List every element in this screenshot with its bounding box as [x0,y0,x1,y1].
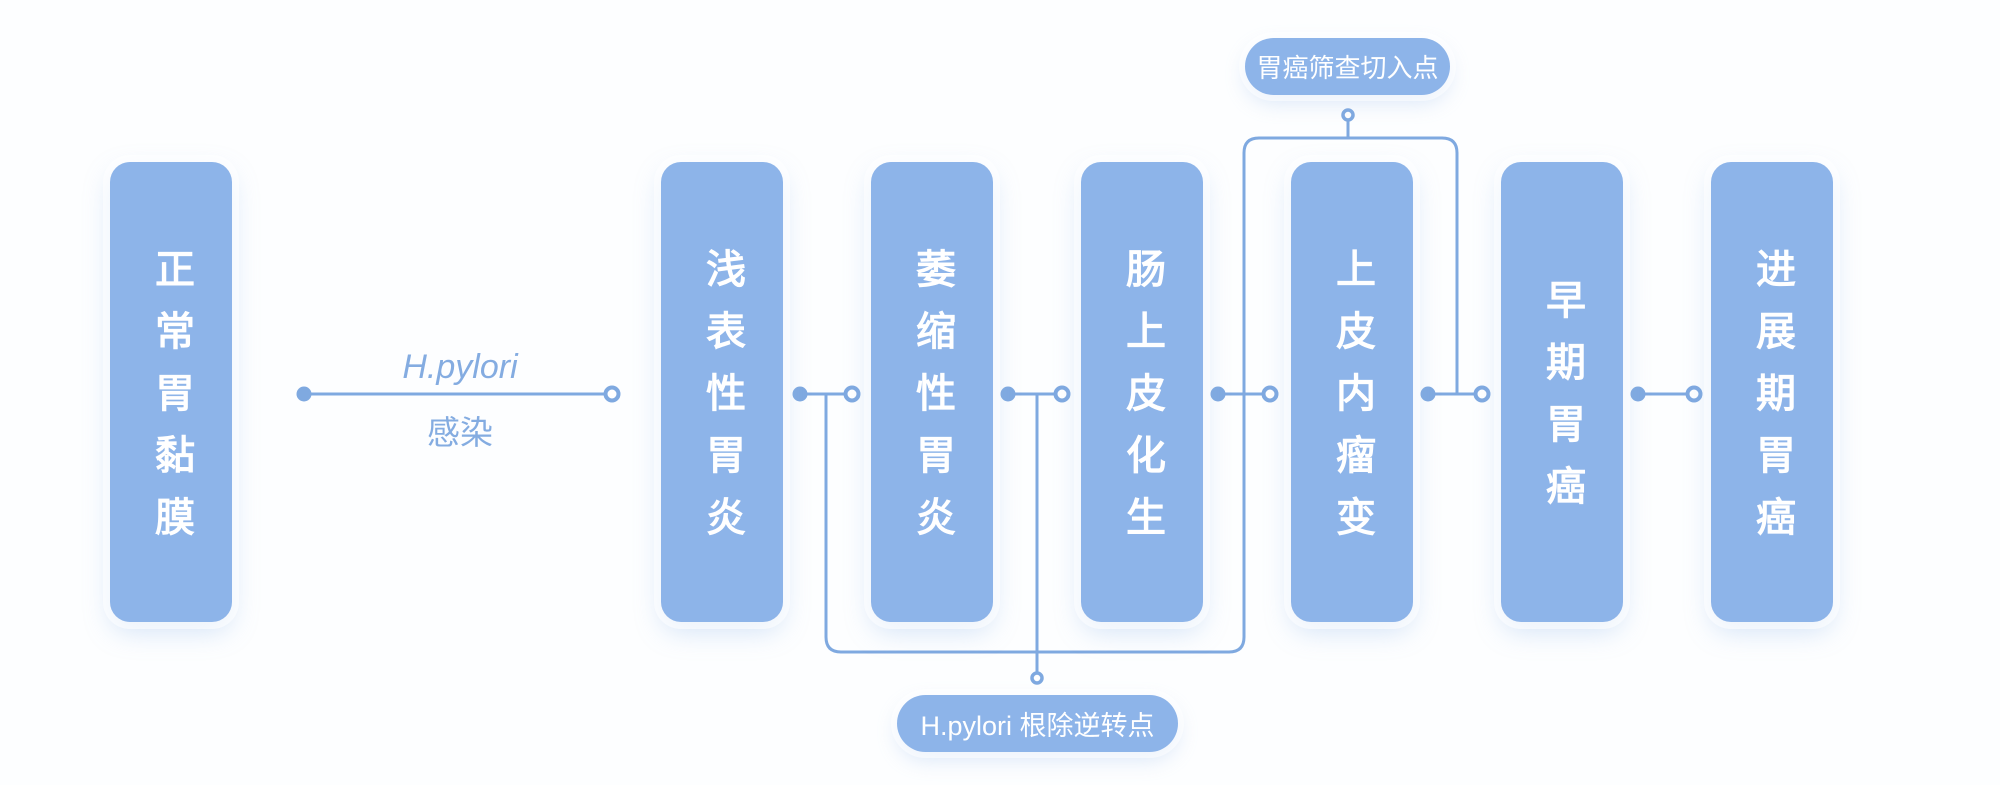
edge-2-end-ring [843,385,861,403]
screening-anchor-ring [1341,108,1355,122]
hpylori-edge-label-cn: 感染 [427,414,493,451]
edge-1-end-ring [603,385,621,403]
edge-5-end-ring [1473,385,1491,403]
screening-entry-point-callout: 胃癌筛查切入点 [1245,38,1450,95]
stage-advanced-gastric-cancer: 进展期胃癌 [1711,162,1833,622]
stage-label: 肠上皮化生 [1120,248,1164,558]
stage-intraepithelial-neoplasia: 上皮内瘤变 [1291,162,1413,622]
stage-early-gastric-cancer: 早期胃癌 [1501,162,1623,622]
stage-label: 萎缩性胃炎 [910,248,954,558]
stage-superficial-gastritis: 浅表性胃炎 [661,162,783,622]
stage-label: 早期胃癌 [1540,279,1584,527]
stage-normal-gastric-mucosa: 正常胃黏膜 [110,162,232,622]
stage-intestinal-metaplasia: 肠上皮化生 [1081,162,1203,622]
eradication-callout-label: H.pylori 根除逆转点 [920,711,1155,741]
edge-1-start-dot [296,386,312,402]
hpylori-edge-label-en: H.pylori [402,348,518,386]
screening-callout-label: 胃癌筛查切入点 [1256,53,1439,83]
stage-label: 上皮内瘤变 [1330,248,1374,558]
edge-2-start-dot [792,386,808,402]
edge-4-start-dot [1210,386,1226,402]
stage-label: 进展期胃癌 [1750,248,1794,558]
edge-5-start-dot [1420,386,1436,402]
stage-atrophic-gastritis: 萎缩性胃炎 [871,162,993,622]
edge-3-end-ring [1053,385,1071,403]
edge-6-end-ring [1685,385,1703,403]
stage-label: 浅表性胃炎 [700,248,744,558]
eradication-reversal-point-callout: H.pylori 根除逆转点 [897,695,1178,752]
stage-label: 正常胃黏膜 [149,248,193,558]
screening-and-eradication-bracket [824,136,1459,654]
eradication-anchor-ring [1030,671,1044,685]
edge-4-end-ring [1261,385,1279,403]
edge-3-start-dot [1000,386,1016,402]
edge-6-start-dot [1630,386,1646,402]
